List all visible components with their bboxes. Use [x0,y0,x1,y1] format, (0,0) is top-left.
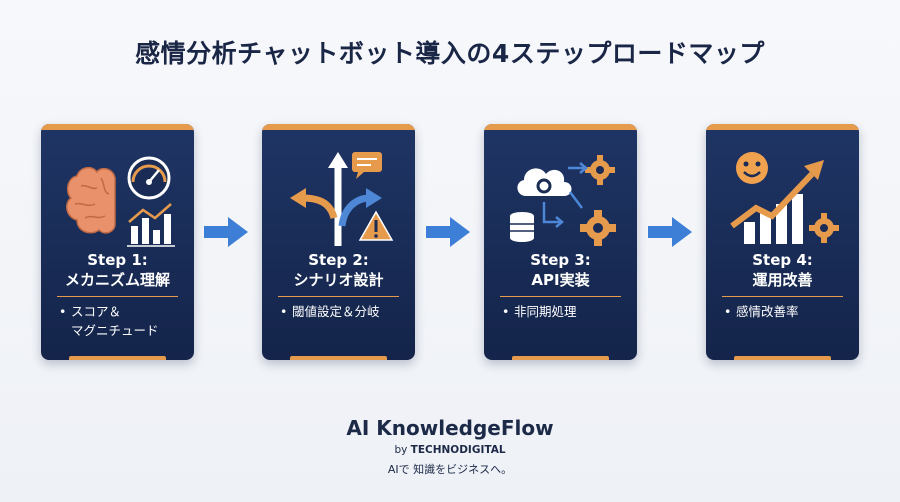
card-accent-top [706,124,859,130]
bullet-item: •感情改善率 [724,304,799,319]
card-divider [722,296,843,297]
bullet-item: •スコア＆ [59,304,122,319]
bullet-list: •閾値設定＆分岐 [276,302,406,321]
smile-growth-chart-icon [730,152,839,244]
step-name: API実装 [531,271,590,289]
brand-name: AI KnowledgeFlow [346,416,554,440]
step-name: シナリオ設計 [293,271,384,289]
arrow-right-icon [426,217,470,247]
step-card-2: Step 2: シナリオ設計 •閾値設定＆分岐 [262,124,415,360]
brand-company: TECHNODIGITAL [410,444,506,456]
card-divider [57,296,178,297]
brand-tagline: AIで 知識をビジネスへ。 [387,463,513,476]
step-card-4: Step 4: 運用改善 •感情改善率 [706,124,859,360]
card-accent-bottom [69,356,166,360]
card-accent-top [262,124,415,130]
bullet-item: •非同期処理 [502,304,577,319]
card-accent-bottom [290,356,387,360]
brain-gauge-chart-icon [66,156,175,247]
bullet-list: •感情改善率 [720,302,850,321]
card-accent-top [484,124,637,130]
card-accent-bottom [512,356,609,360]
page-title: 感情分析チャットボット導入の4ステップロードマップ [135,39,765,68]
card-divider [278,296,399,297]
brand-byline: by TECHNODIGITAL [394,444,506,456]
step-card-3: Step 3: API実装 •非同期処理 [484,124,637,360]
step-label: Step 1: [87,251,148,269]
arrow-right-icon [204,217,248,247]
card-divider [500,296,621,297]
bullet-list: •スコア＆ マグニチュード [55,302,185,340]
cloud-gears-database-icon [510,155,616,246]
bullet-list: •非同期処理 [498,302,628,321]
branching-arrows-warning-icon [290,152,394,246]
bullet-item: マグニチュード [71,323,159,338]
step-card-1: Step 1: メカニズム理解 •スコア＆ マグニチュード [41,124,194,360]
step-name: 運用改善 [752,271,813,289]
step-name: メカニズム理解 [64,271,170,289]
card-accent-bottom [734,356,831,360]
step-label: Step 3: [530,251,591,269]
step-label: Step 2: [308,251,369,269]
arrow-right-icon [648,217,692,247]
step-label: Step 4: [752,251,813,269]
card-accent-top [41,124,194,130]
bullet-item: •閾値設定＆分岐 [280,304,380,319]
